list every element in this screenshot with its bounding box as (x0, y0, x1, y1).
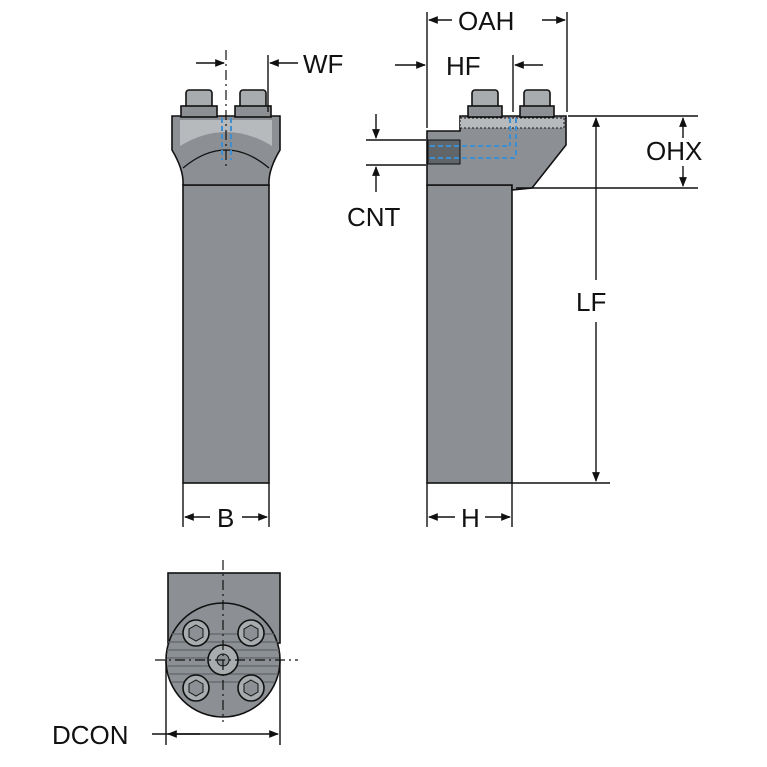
front-head-highlight (180, 120, 272, 146)
front-view (171, 50, 281, 484)
front-coolant-channel (221, 118, 232, 160)
end-view (155, 560, 298, 722)
dim-h: H (426, 483, 513, 533)
end-bolt-top-left (182, 619, 210, 647)
label-oah: OAH (458, 6, 514, 36)
label-hf: HF (446, 51, 481, 81)
front-screw-left (180, 89, 218, 118)
front-screw-right (234, 89, 272, 118)
dim-ohx: OHX (516, 115, 702, 189)
label-ohx: OHX (646, 136, 702, 166)
end-bolt-top-right (237, 619, 265, 647)
dim-dcon: DCON (52, 660, 281, 750)
dim-oah: OAH (426, 6, 568, 128)
dim-b: B (182, 483, 270, 533)
end-bolt-bottom-left (182, 674, 210, 702)
front-shank (182, 184, 270, 484)
side-view (426, 89, 567, 484)
label-cnt: CNT (347, 202, 401, 232)
label-b: B (217, 503, 234, 533)
side-coolant-channel (427, 118, 517, 165)
dim-hf: HF (395, 51, 543, 112)
side-screw-right (519, 89, 555, 118)
end-bolt-bottom-right (237, 674, 265, 702)
dim-wf: WF (196, 49, 343, 112)
label-lf: LF (576, 287, 606, 317)
side-shank (426, 184, 513, 484)
side-screw-left (467, 89, 503, 118)
label-dcon: DCON (52, 720, 129, 750)
side-serration (459, 117, 565, 129)
dim-cnt: CNT (347, 114, 426, 232)
dim-lf: LF (512, 117, 610, 484)
label-wf: WF (303, 49, 343, 79)
label-h: H (461, 503, 480, 533)
